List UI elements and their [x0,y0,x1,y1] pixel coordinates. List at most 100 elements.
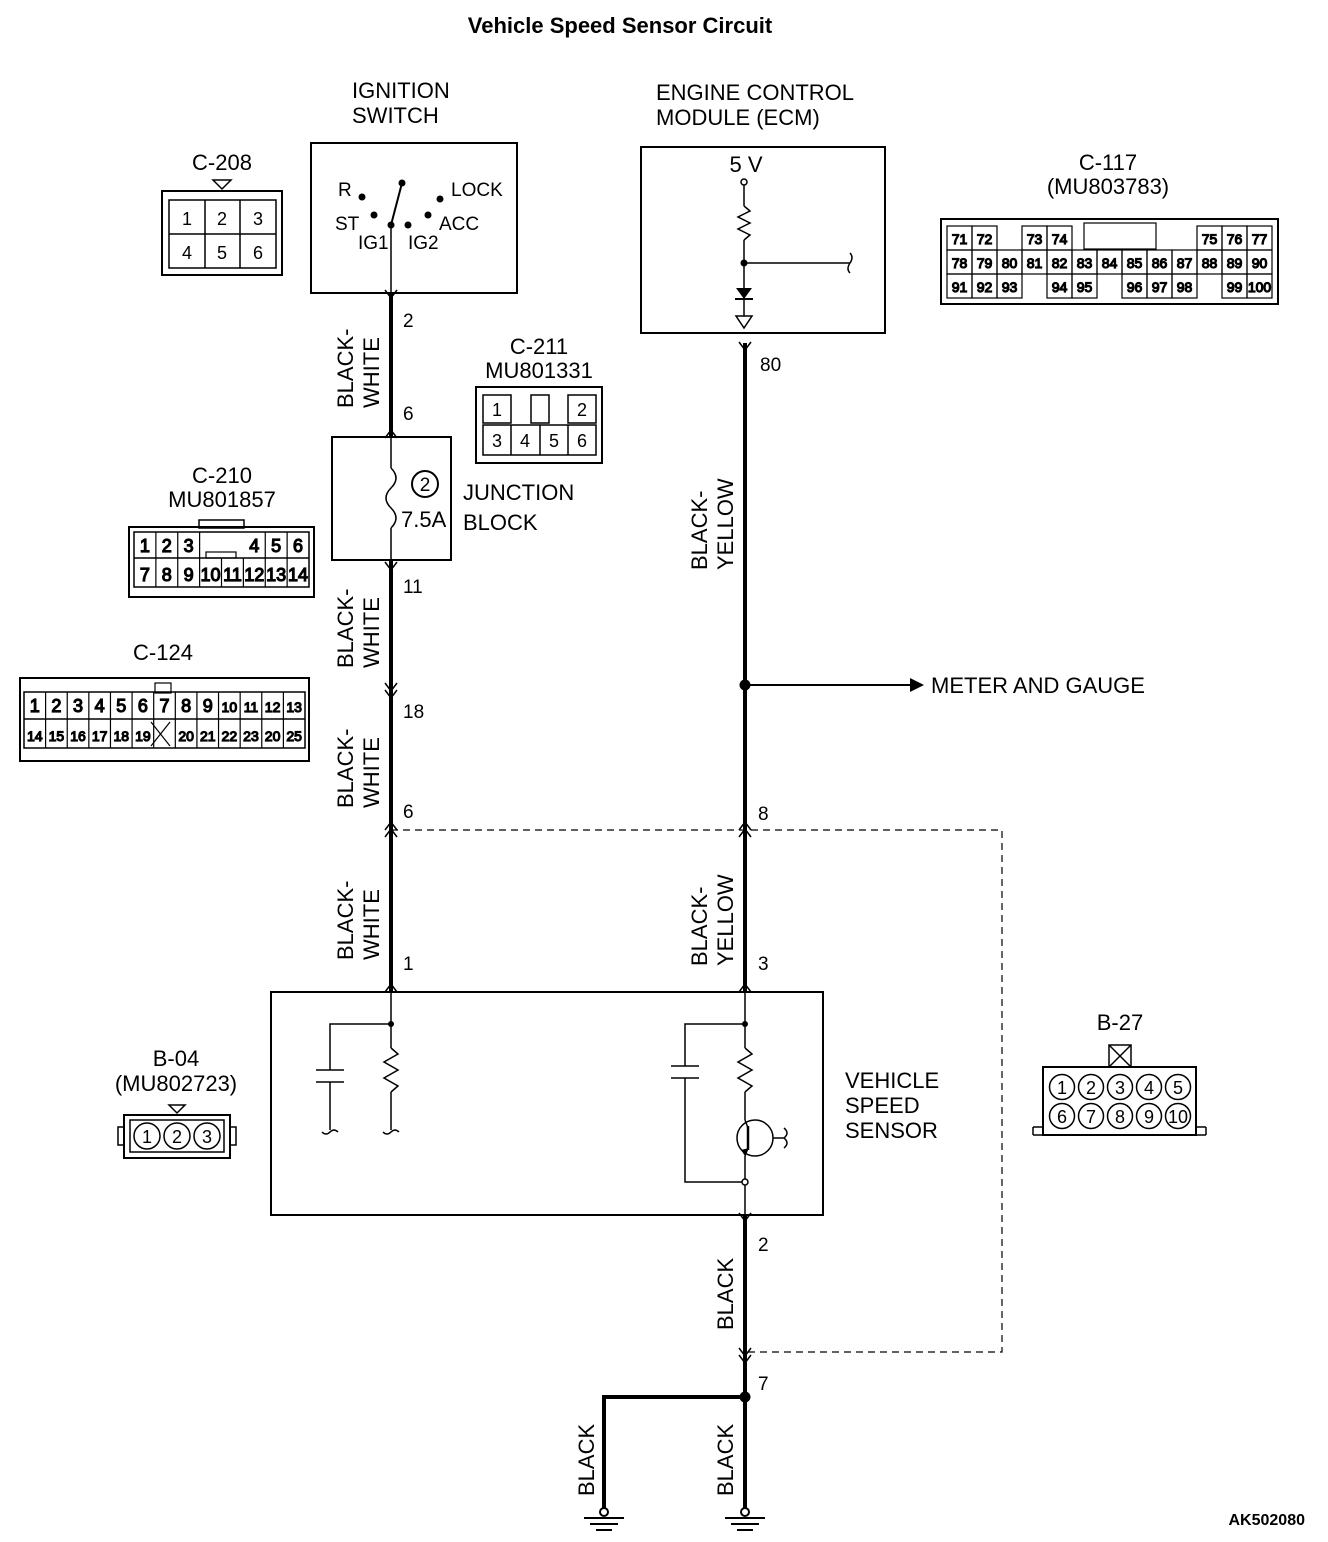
engine-control-module: ENGINE CONTROL MODULE (ECM) 5 V [640,80,886,334]
pin-ecm-80: 80 [760,355,781,376]
c117-cell: 74 [1052,231,1068,247]
c117-cell: 78 [952,255,968,271]
c124-cell: 20 [178,728,194,744]
c124-cell: 18 [113,728,129,744]
wire-label-bw-d-1: BLACK- [333,881,358,960]
c210-cell: 5 [271,536,281,556]
c117-part: (MU803783) [1047,174,1169,199]
c211-cell: 1 [492,400,502,420]
connector-c208: C-208 1 2 3 4 5 6 [161,150,283,276]
c117-cell: 76 [1227,231,1243,247]
c117-cell: 79 [977,255,993,271]
c117-cell: 98 [1177,279,1193,295]
c210-cell: 10 [201,565,221,585]
c124-cell: 10 [222,699,238,715]
b27-pin: 2 [1086,1078,1096,1098]
c124-cell: 20 [265,728,281,744]
splice-ground [739,1391,751,1403]
c117-cell: 85 [1127,255,1143,271]
connector-c211: C-211 MU801331 1 2 3 4 5 6 [475,334,603,464]
c210-cell: 1 [140,536,150,556]
c210-cell: 2 [162,536,172,556]
c210-cell: 4 [249,536,259,556]
c124-cell: 22 [222,728,238,744]
c208-cell: 6 [253,243,263,263]
c208-name: C-208 [192,150,252,175]
b04-name: B-04 [153,1046,199,1071]
c211-part: MU801331 [485,358,593,383]
fuse-rating: 7.5A [401,507,447,532]
c124-cell: 5 [116,696,126,716]
ecm-voltage: 5 V [729,152,762,177]
c117-name: C-117 [1079,150,1137,175]
c124-cell: 19 [135,728,151,744]
c117-cell: 96 [1127,279,1143,295]
sensor-label-3: SENSOR [845,1118,938,1143]
b27-pin: 3 [1115,1078,1125,1098]
c124-cell: 12 [265,699,281,715]
c117-cell: 87 [1177,255,1193,271]
c210-cell: 7 [140,565,150,585]
ignition-pos-st: ST [335,214,360,235]
wire-label-bw-c-2: WHITE [359,737,384,808]
c124-cell: 23 [243,728,259,744]
ignition-pos-r: R [338,180,352,201]
c210-cell: 9 [184,565,194,585]
c124-cell: 17 [92,728,108,744]
c208-cell: 3 [253,209,263,229]
c117-cell: 92 [977,279,993,295]
wire-label-by-a-2: YELLOW [713,478,738,570]
c124-cell: 2 [51,696,61,716]
wire-label-by-a-1: BLACK- [687,491,712,570]
c210-cell: 6 [293,536,303,556]
wire-label-bw-b-1: BLACK- [333,589,358,668]
c124-cell: 14 [27,728,43,744]
c117-cell: 80 [1002,255,1018,271]
b27-pin: 4 [1144,1078,1154,1098]
wire-label-by-b-2: YELLOW [713,874,738,966]
wire-label-bw-a-2: WHITE [359,337,384,408]
c117-cell: 89 [1227,255,1243,271]
wire-label-bw-d: BLACK- WHITE [333,881,384,960]
pin-sensor-1: 1 [403,954,414,975]
b27-name: B-27 [1097,1010,1143,1035]
ignition-switch-label-2: SWITCH [352,103,439,128]
c208-cell: 4 [182,243,192,263]
c117-cell: 86 [1152,255,1168,271]
ground-symbols [584,1507,765,1531]
c124-cell: 7 [159,696,169,716]
wire-label-blk-c: BLACK [574,1424,599,1496]
c211-cell: 5 [549,431,559,451]
wire-label-by-a: BLACK- YELLOW [687,478,738,570]
c117-cell: 88 [1202,255,1218,271]
pin-ignition-2: 2 [403,311,414,332]
b04-pin: 3 [202,1127,212,1147]
c124-cell: 16 [70,728,86,744]
b27-pin: 8 [1115,1107,1125,1127]
wire-label-blk-a: BLACK [713,1258,738,1330]
b04-pin: 1 [142,1127,152,1147]
ignition-pos-acc: ACC [439,214,479,235]
c117-cell: 73 [1027,231,1043,247]
b27-pin: 7 [1086,1107,1096,1127]
pin-sensor-3: 3 [758,954,769,975]
wire-label-by-b-1: BLACK- [687,887,712,966]
c117-cell: 91 [952,279,968,295]
wire-label-bw-d-2: WHITE [359,889,384,960]
c117-cell: 93 [1002,279,1018,295]
c124-cell: 4 [95,696,105,716]
b27-pin: 1 [1057,1078,1067,1098]
c117-cell: 71 [952,231,968,247]
c117-cell: 84 [1102,255,1118,271]
c117-cell: 75 [1202,231,1218,247]
ignition-pos-ig2: IG2 [408,233,439,254]
c210-cell: 8 [162,565,172,585]
pin-c124-18: 18 [403,702,424,723]
c124-cell: 21 [200,728,216,744]
b27-pin: 5 [1173,1078,1183,1098]
c211-cell: 6 [577,431,587,451]
c211-cell: 2 [577,400,587,420]
c124-cell: 9 [203,696,213,716]
junction-block-label-2: BLOCK [463,510,538,535]
